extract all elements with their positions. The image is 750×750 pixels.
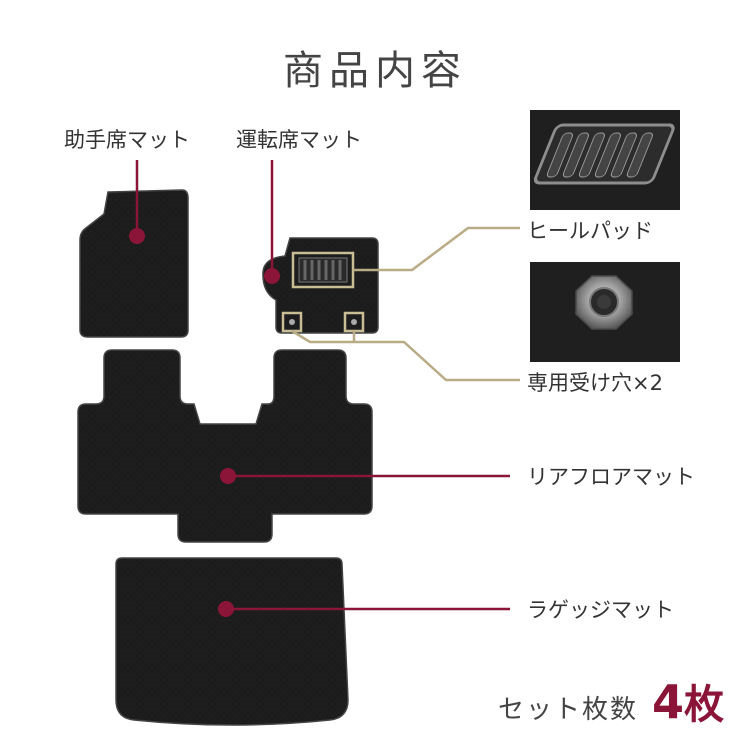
set-count-value: 4 bbox=[651, 675, 684, 729]
luggage-mat-label: ラゲッジマット bbox=[527, 598, 674, 622]
fixing-holes-label: 専用受け穴×2 bbox=[527, 371, 663, 395]
driver-mat-label: 運転席マット bbox=[236, 128, 362, 152]
driver-mat bbox=[262, 237, 379, 334]
set-count: セット枚数 4 枚 bbox=[498, 672, 724, 730]
fixing-hole-photo bbox=[530, 262, 680, 362]
passenger-mat bbox=[79, 189, 189, 338]
driver-mat-marker bbox=[264, 268, 280, 284]
heel-pad-photo bbox=[530, 110, 680, 210]
rear-floor-mat-marker bbox=[220, 468, 236, 484]
rear-floor-mat bbox=[77, 349, 373, 543]
luggage-mat bbox=[115, 557, 349, 726]
heel-pad-label: ヒールパッド bbox=[527, 219, 653, 243]
set-count-label: セット枚数 bbox=[497, 695, 638, 725]
page-title: 商品内容 bbox=[283, 48, 467, 94]
passenger-mat-label: 助手席マット bbox=[64, 128, 190, 152]
rear-floor-mat-label: リアフロアマット bbox=[527, 465, 695, 489]
luggage-mat-marker bbox=[218, 601, 234, 617]
heel-pad bbox=[298, 257, 348, 283]
passenger-mat-marker bbox=[129, 228, 145, 244]
set-count-unit: 枚 bbox=[684, 682, 724, 728]
